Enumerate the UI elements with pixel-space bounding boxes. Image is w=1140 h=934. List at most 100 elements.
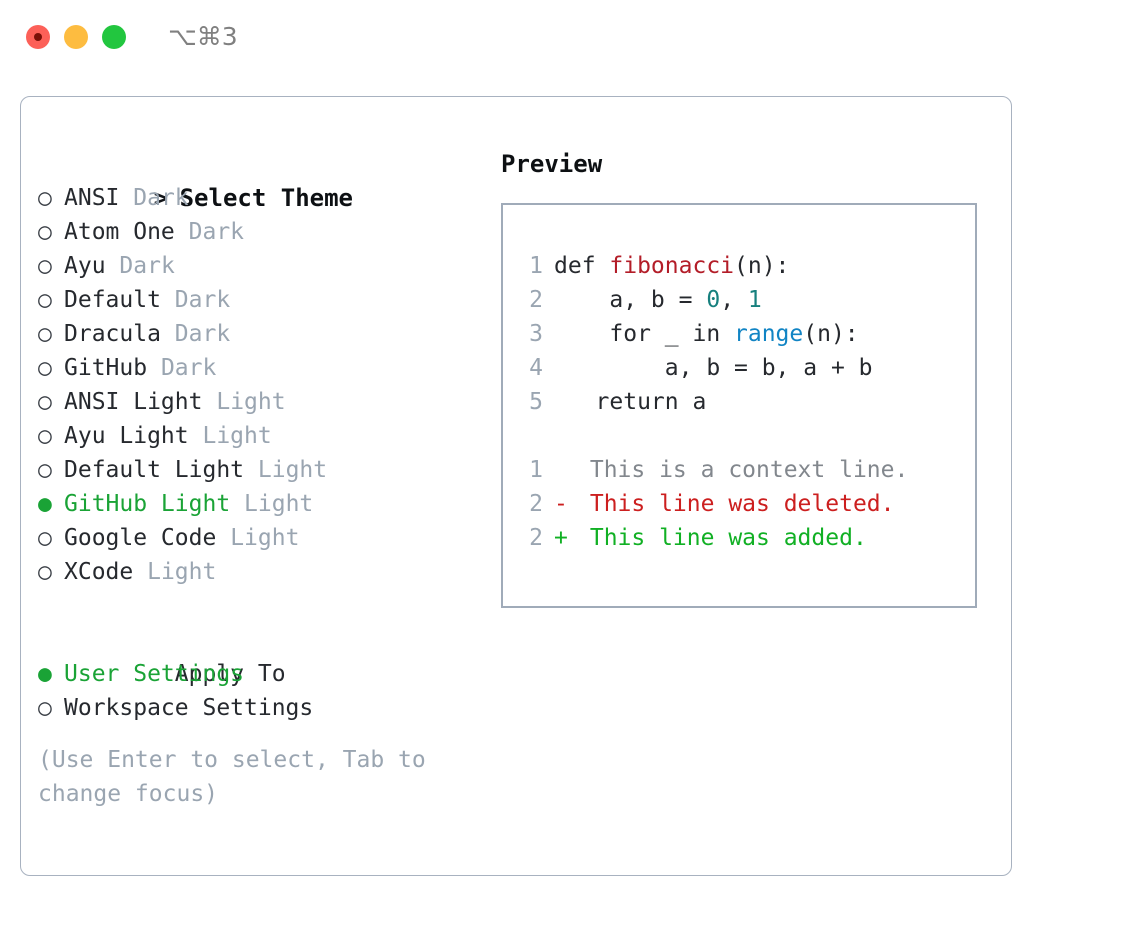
theme-option-github-light[interactable]: ●GitHub Light Light (38, 487, 498, 521)
radio-unselected-icon: ○ (38, 389, 52, 415)
apply-to-option-label: Workspace Settings (64, 695, 314, 721)
theme-list-header: > Select Theme (38, 147, 498, 212)
theme-option-github[interactable]: ○GitHub Dark (38, 351, 498, 385)
theme-option-name: Default Light (64, 457, 245, 483)
diff-text: This is a context line. (576, 457, 909, 483)
code-diff-gap (517, 419, 967, 453)
diff-line-del: 2- This line was deleted. (517, 487, 967, 521)
code-token-plain: a, b = b, a + b (554, 355, 873, 381)
radio-unselected-icon: ○ (38, 185, 52, 211)
code-line-number: 1 (529, 253, 543, 279)
theme-option-gap (175, 219, 189, 245)
theme-option-ayu-light[interactable]: ○Ayu Light Light (38, 419, 498, 453)
code-token-plain: for _ in (554, 321, 735, 347)
theme-option-name: Ayu Light (64, 423, 189, 449)
code-line-number: 4 (529, 355, 543, 381)
diff-sign (554, 453, 576, 487)
apply-to-option-user-settings[interactable]: ● User Settings (38, 657, 498, 691)
window-controls (26, 25, 126, 49)
preview-title: Preview (501, 150, 603, 178)
code-token-num: 1 (747, 287, 762, 313)
apply-to-header-label: Apply To (174, 661, 286, 687)
apply-to-option-workspace-settings[interactable]: ○ Workspace Settings (38, 691, 498, 725)
theme-option-variant: Dark (174, 321, 231, 347)
radio-selected-icon: ● (38, 661, 52, 687)
theme-option-name: ANSI (64, 185, 120, 211)
radio-unselected-icon: ○ (38, 695, 52, 721)
minimize-window-button[interactable] (64, 25, 88, 49)
theme-option-name: Dracula (64, 321, 161, 347)
title-bar: ⌥⌘3 (0, 0, 1140, 78)
diff-line-number: 1 (529, 457, 543, 483)
theme-option-name: Google Code (64, 525, 217, 551)
caret-icon: > (153, 184, 169, 212)
radio-unselected-icon: ○ (38, 287, 52, 313)
theme-option-ansi[interactable]: ○ANSI Dark (38, 181, 498, 215)
theme-option-gap (202, 389, 216, 415)
theme-option-variant: Light (202, 423, 272, 449)
theme-option-gap (106, 253, 120, 279)
theme-option-xcode[interactable]: ○ XCode Light (38, 555, 498, 589)
apply-to-option-label: User Settings (64, 661, 245, 687)
code-token-plain: def (554, 253, 610, 279)
theme-option-name: ANSI Light (64, 389, 203, 415)
code-token-builtin: range (734, 321, 804, 347)
theme-selector-column: >Select Theme ○ANSI Dark○Atom One Dark○A… (38, 147, 498, 811)
theme-list-header-label: Select Theme (179, 184, 353, 212)
theme-option-dracula[interactable]: ○Dracula Dark (38, 317, 498, 351)
theme-option-atom-one[interactable]: ○Atom One Dark (38, 215, 498, 249)
theme-option-variant: Light (230, 525, 300, 551)
theme-option-variant: Dark (160, 355, 217, 381)
theme-option-variant: Dark (174, 287, 231, 313)
theme-option-name: Atom One (64, 219, 175, 245)
diff-sign: + (554, 525, 568, 551)
theme-option-gap (161, 287, 175, 313)
code-token-plain: return a (554, 389, 707, 415)
code-line: 2 a, b = 0, 1 (517, 283, 967, 317)
theme-option-google-code[interactable]: ○ Google Code Light (38, 521, 498, 555)
code-line: 5 return a (517, 385, 967, 419)
diff-text: This line was added. (576, 525, 867, 551)
theme-option-variant: Light (216, 389, 286, 415)
maximize-window-button[interactable] (102, 25, 126, 49)
theme-option-gap (189, 423, 203, 449)
radio-unselected-icon: ○ (38, 559, 52, 585)
theme-option-name: Default (64, 287, 161, 313)
apply-to-list: ● User Settings ○ Workspace Settings (38, 657, 498, 725)
theme-option-gap (230, 491, 244, 517)
theme-option-default[interactable]: ○ Default Dark (38, 283, 498, 317)
code-token-plain: , (720, 287, 748, 313)
theme-option-gap (161, 321, 175, 347)
theme-option-gap (147, 355, 161, 381)
list-spacer (38, 589, 498, 623)
close-window-button[interactable] (26, 25, 50, 49)
diff-line-number: 2 (529, 491, 543, 517)
code-line: 4 a, b = b, a + b (517, 351, 967, 385)
radio-unselected-icon: ○ (38, 355, 52, 381)
theme-option-ayu[interactable]: ○Ayu Dark (38, 249, 498, 283)
radio-unselected-icon: ○ (38, 525, 52, 551)
keyboard-hint: (Use Enter to select, Tab to change focu… (38, 747, 426, 807)
theme-option-ansi-light[interactable]: ○ ANSI Light Light (38, 385, 498, 419)
diff-line-add: 2 + This line was added. (517, 521, 967, 555)
theme-option-variant: Dark (119, 253, 175, 279)
diff-block: 1 This is a context line. 2- This line wa… (517, 453, 967, 555)
code-line-number: 3 (529, 321, 543, 347)
theme-option-default-light[interactable]: ○Default Light Light (38, 453, 498, 487)
theme-option-variant: Dark (188, 219, 245, 245)
code-token-plain: (n): (734, 253, 790, 279)
theme-option-gap (244, 457, 258, 483)
radio-selected-icon: ● (38, 491, 52, 517)
theme-option-gap (119, 185, 133, 211)
theme-option-variant: Light (147, 559, 217, 585)
code-line: 3 for _ in range(n): (517, 317, 967, 351)
theme-option-name: XCode (64, 559, 134, 585)
diff-line-number: 2 (529, 525, 543, 551)
code-line-number: 2 (529, 287, 543, 313)
